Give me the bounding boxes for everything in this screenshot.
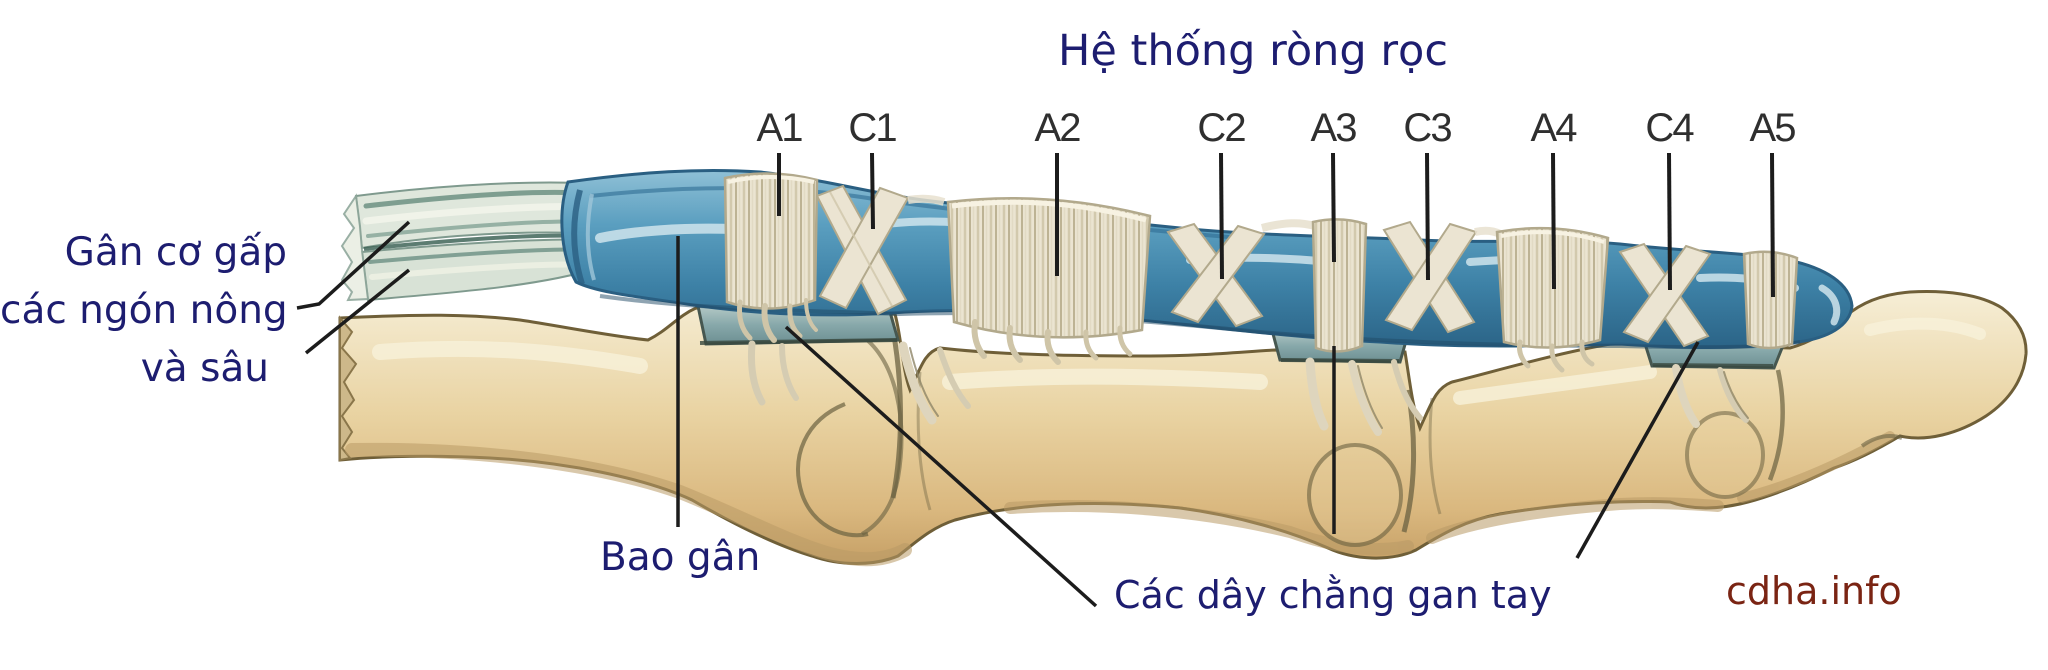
pulley-band-a5 — [1742, 250, 1799, 350]
flexor-tendons-label-line3: và sâu — [140, 346, 269, 391]
tick-a3 — [1331, 152, 1336, 263]
diagram-title: Hệ thống ròng rọc — [1058, 26, 1448, 76]
pulley-label-a4: A4 — [1530, 106, 1578, 150]
pulley-band-a3 — [1311, 218, 1368, 353]
tendon-sheath-label: Bao gân — [600, 535, 761, 580]
line-flexor-superficial — [296, 220, 411, 310]
pulley-link-c1-a2 — [907, 194, 946, 206]
pulley-cruciate-c4 — [1618, 242, 1712, 348]
flexor-tendons-label-line2: các ngón nông — [0, 288, 288, 333]
pip-joint-head — [1307, 443, 1403, 547]
finger-bones — [338, 290, 2028, 567]
pulley-label-a2: A2 — [1034, 106, 1082, 150]
pulley-label-c4: C4 — [1645, 106, 1694, 150]
tick-a4 — [1551, 152, 1556, 290]
pulley-band-a2 — [946, 196, 1152, 365]
tick-c2 — [1219, 152, 1224, 280]
pulley-cruciate-c1 — [815, 184, 910, 316]
pulley-label-a3: A3 — [1310, 106, 1358, 150]
pulley-tick-lines — [777, 152, 1775, 298]
plate-shadow-dip — [1652, 363, 1774, 368]
plate-shadow-mcp — [699, 338, 898, 345]
line-palmar-mcp — [784, 325, 1098, 608]
joint-lines — [796, 329, 1903, 538]
annotation-lines — [296, 220, 1700, 608]
pulley-label-c3: C3 — [1403, 106, 1452, 150]
pulley-label-c2: C2 — [1197, 106, 1246, 150]
leader-lines — [296, 152, 1775, 608]
tick-a5 — [1770, 152, 1775, 298]
bone-shading-bottom — [345, 431, 1895, 567]
pulley-bands — [723, 172, 1799, 373]
pulley-label-a1: A1 — [756, 106, 804, 150]
checkrein-strands — [748, 340, 1749, 436]
tick-c3 — [1425, 152, 1430, 281]
palmar-ligaments-label: Các dây chằng gan tay — [1114, 573, 1552, 617]
sheath-cap-rim — [571, 189, 585, 285]
line-palmar-dip — [1575, 341, 1700, 559]
line-flexor-deep — [304, 268, 411, 355]
bone-cut-edge — [339, 315, 358, 462]
tendon-cut-edge — [340, 193, 370, 302]
pulley-cruciate-c2 — [1166, 222, 1266, 328]
pulley-label-c1: C1 — [848, 106, 897, 150]
dip-joint-head — [1685, 411, 1765, 499]
tick-c1 — [870, 152, 875, 230]
sheath-cap-rim-light — [585, 193, 596, 281]
flexor-tendons-label: Gân cơ gấp các ngón nông và sâu — [0, 224, 288, 398]
flexor-tendons-label-line1: Gân cơ gấp — [64, 230, 287, 275]
pulley-label-a5: A5 — [1749, 106, 1797, 150]
sheath-bottom-shade — [599, 294, 1801, 350]
bone-shading-top — [372, 317, 1986, 405]
tick-c4 — [1667, 152, 1672, 291]
watermark-text: cdha.info — [1726, 569, 1902, 613]
pulley-band-a1 — [723, 172, 819, 343]
plate-shadow-pip — [1280, 358, 1400, 363]
pulley-link-c2-a3 — [1260, 219, 1317, 232]
